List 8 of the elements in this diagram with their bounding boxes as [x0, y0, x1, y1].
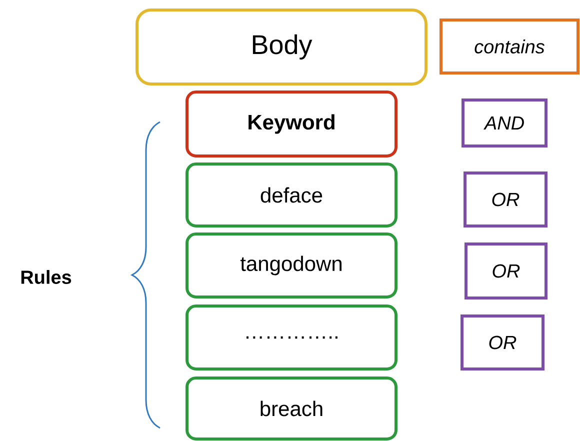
body-box: Body — [136, 8, 428, 86]
operator-box: OR — [460, 314, 544, 370]
operator-box: OR — [464, 172, 548, 228]
group-label: Rules — [21, 270, 72, 284]
operator-box: OR — [464, 242, 548, 300]
keyword-box: Keyword — [186, 90, 398, 158]
operator-box: AND — [462, 98, 548, 148]
operator-box: contains — [440, 18, 580, 74]
